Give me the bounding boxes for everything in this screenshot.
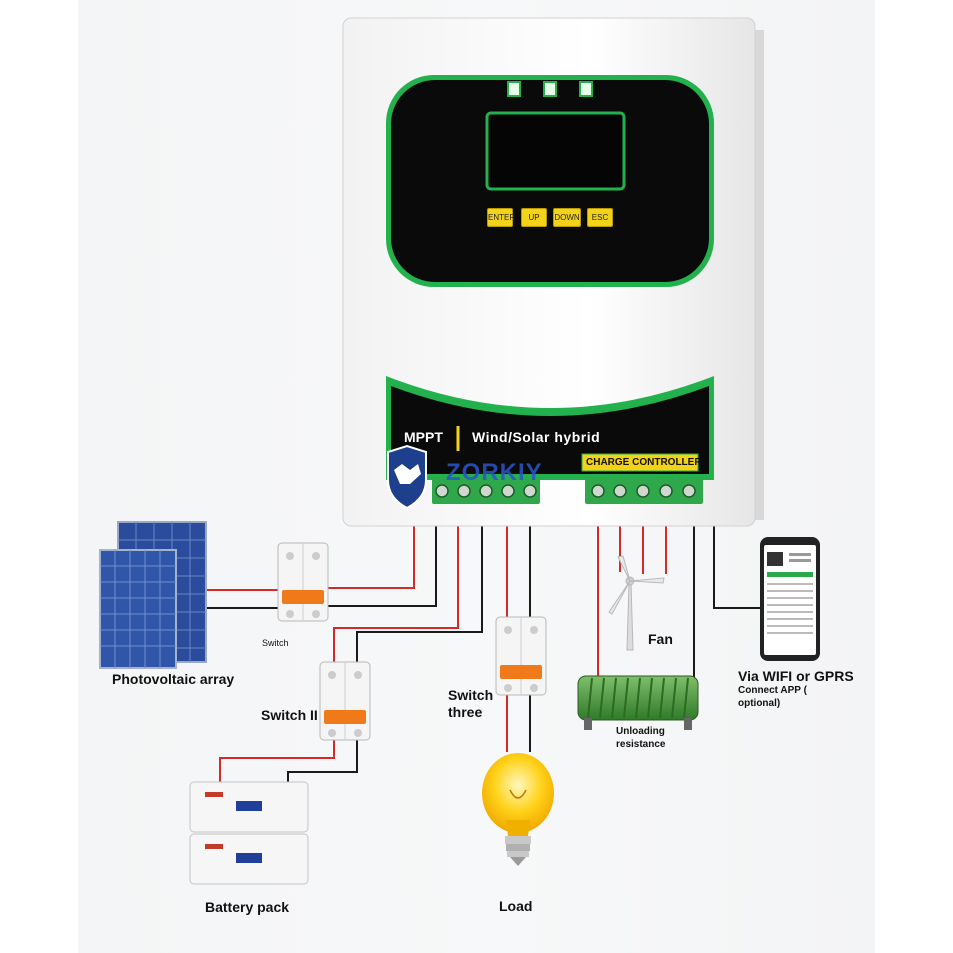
wire-phone [713, 522, 760, 609]
app-label-line1: Connect APP ( [738, 685, 807, 696]
load-label: Load [499, 898, 533, 914]
switch-3-label-line2: three [448, 704, 483, 720]
enter-button[interactable]: ENTER [487, 208, 515, 227]
switch-3-breaker [495, 616, 547, 696]
controller-title: Wind/Solar hybrid [472, 429, 601, 445]
battery-pack-label: Battery pack [205, 899, 290, 915]
wifi-label: Via WIFI or GPRS [738, 668, 854, 684]
down-button[interactable]: DOWN [553, 208, 581, 227]
wire-sw1-black [328, 522, 437, 607]
wire-batt-black [287, 738, 358, 782]
smartphone-icon [760, 537, 820, 661]
switch-3-lever-icon [500, 665, 542, 679]
brand-watermark: ZORKIY [446, 459, 543, 486]
wind-turbine-icon [608, 555, 665, 651]
light-bulb-icon [482, 753, 554, 866]
esc-button[interactable]: ESC [587, 208, 613, 227]
up-button[interactable]: UP [521, 208, 547, 227]
app-label-line2: optional) [738, 698, 781, 709]
subtitle-box [581, 453, 699, 472]
wire-batt-red [219, 738, 335, 782]
solar-panel-front [99, 549, 177, 669]
switch-1-label: Switch [262, 638, 289, 648]
lcd-screen [485, 111, 626, 191]
wiring [207, 522, 760, 782]
unloading-label-line2: resistance [616, 739, 666, 750]
wire-sw1-red [328, 522, 415, 589]
controller-subtitle: CHARGE CONTROLLER [586, 457, 702, 468]
terminal-screws [435, 484, 696, 498]
indicator-light-3 [579, 81, 593, 97]
unloading-label-line1: Unloading [616, 726, 665, 737]
switch-2-label: Switch II [261, 707, 318, 723]
indicator-light-2 [543, 81, 557, 97]
switch-3-label-line1: Switch [448, 687, 494, 703]
photovoltaic-array [99, 521, 207, 669]
pv-array-label: Photovoltaic array [112, 671, 235, 687]
charge-controller [342, 17, 764, 527]
unloading-resistor [577, 675, 699, 730]
label-panel [391, 386, 709, 474]
fan-label: Fan [648, 631, 673, 647]
switch-1-breaker [277, 542, 329, 622]
switch-2-lever-icon [324, 710, 366, 724]
brand-handshake-icon [394, 464, 421, 484]
mppt-label: MPPT [404, 429, 443, 445]
switch-1-lever-icon [282, 590, 324, 604]
wire-sw2-red [333, 522, 459, 668]
switch-2-breaker [319, 661, 371, 741]
wire-sw2-black [356, 522, 483, 668]
indicator-light-1 [507, 81, 521, 97]
battery-pack [189, 781, 309, 885]
